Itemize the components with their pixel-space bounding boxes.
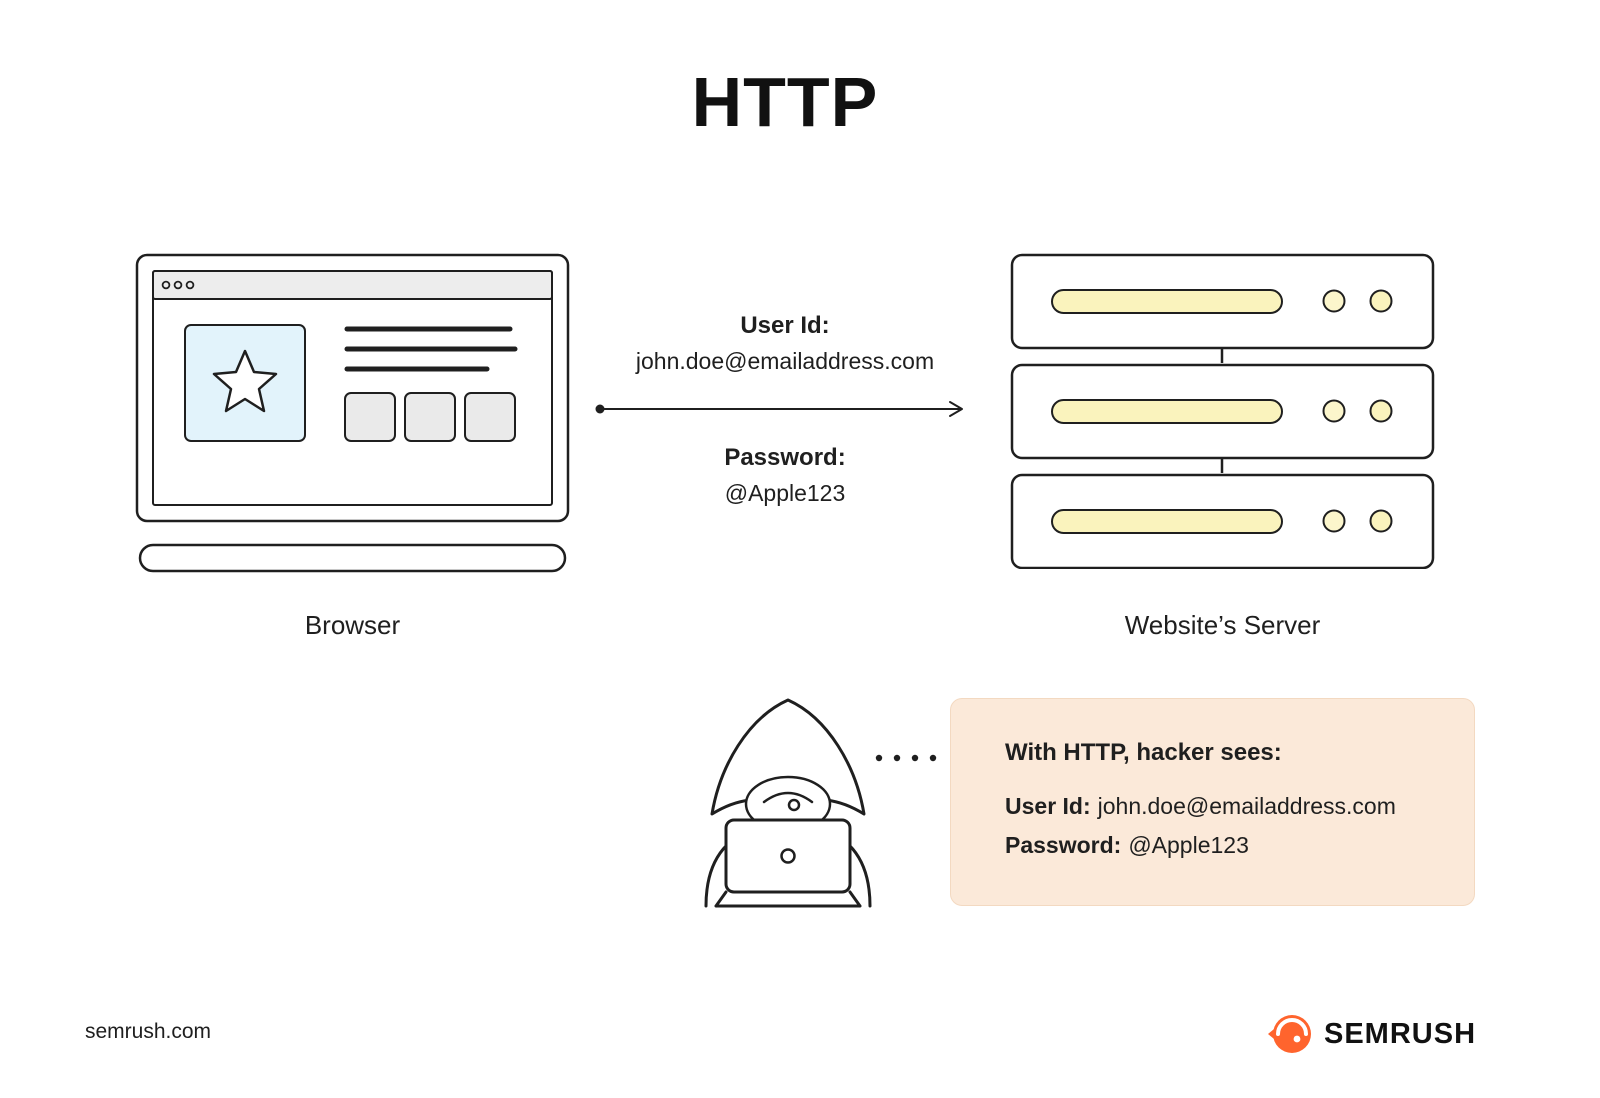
browser-base (138, 543, 567, 573)
browser-label: Browser (304, 610, 401, 640)
server-illustration (1010, 253, 1435, 569)
panel-heading: With HTTP, hacker sees: (1005, 739, 1282, 766)
browser-toolbar (152, 270, 553, 300)
eye-icon (787, 798, 801, 812)
server-label: Website’s Server (1124, 610, 1321, 640)
laptop-base (714, 890, 862, 908)
request-password: Password: @Apple123 (585, 444, 985, 507)
server-led-icon (1322, 289, 1346, 313)
panel-password-label: Password: (1005, 832, 1122, 858)
server-bar (1051, 289, 1283, 314)
panel-user-id-label: User Id: (1005, 793, 1091, 819)
site-url: semrush.com (85, 1020, 212, 1043)
laptop-logo-icon (780, 848, 796, 864)
server-led-icon (1369, 399, 1393, 423)
server-led-icon (1322, 399, 1346, 423)
http-arrow (595, 401, 963, 417)
text-lines (344, 326, 518, 372)
panel-user-id-row: User Id:john.doe@emailaddress.com (1005, 793, 1434, 820)
user-id-value: john.doe@emailaddress.com (635, 348, 935, 374)
panel-user-id-value: john.doe@emailaddress.com (1097, 793, 1396, 819)
server-led-icon (1369, 289, 1393, 313)
server-bar (1051, 399, 1283, 424)
semrush-logo-icon (1268, 1015, 1311, 1053)
panel-password-value: @Apple123 (1128, 832, 1249, 858)
server-bar (1051, 509, 1283, 534)
server-unit (1010, 473, 1435, 569)
diagram-title: HTTP (691, 63, 879, 141)
semrush-logo: SEMRUSH (1266, 1012, 1476, 1056)
server-unit (1010, 253, 1435, 350)
server-led-icon (1322, 509, 1346, 533)
eyelid (762, 791, 814, 804)
window-dots-icon (161, 280, 195, 290)
browser-illustration (135, 253, 570, 573)
request-user-id: User Id: john.doe@emailaddress.com (585, 312, 985, 375)
server-unit (1010, 363, 1435, 460)
hacker-sees-panel: With HTTP, hacker sees: User Id:john.doe… (950, 698, 1475, 906)
laptop-screen (724, 818, 852, 894)
server-led-icon (1369, 509, 1393, 533)
hacker-icon (704, 698, 872, 908)
star-icon (212, 349, 278, 413)
panel-password-row: Password:@Apple123 (1005, 832, 1434, 859)
content-tiles (344, 392, 516, 442)
user-id-label: User Id: (740, 312, 830, 339)
password-label: Password: (724, 444, 846, 471)
brand-name: SEMRUSH (1324, 1017, 1477, 1050)
dotted-link-icon (875, 754, 937, 762)
password-value: @Apple123 (724, 480, 846, 506)
